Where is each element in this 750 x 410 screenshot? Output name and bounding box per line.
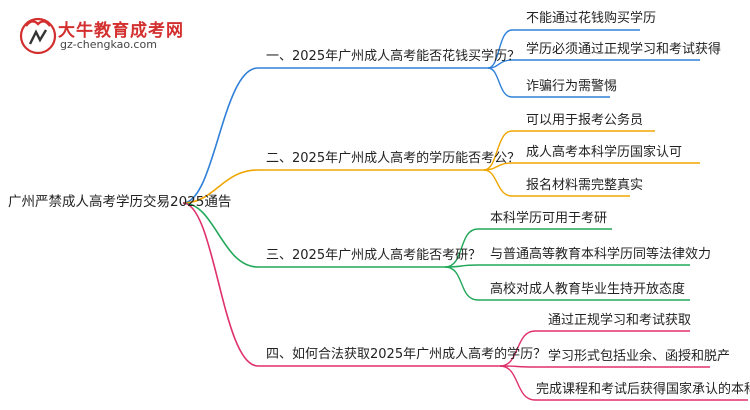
logo-name: 大牛教育成考网 xyxy=(58,21,184,41)
branch-1-child-3: 诈骗行为需警惕 xyxy=(526,79,618,94)
connector-b1-child-2 xyxy=(487,59,700,69)
connector-b4-child-2 xyxy=(499,365,710,368)
branch-4-child-3: 完成课程和考试后获得国家承认的本科学历 xyxy=(536,382,750,397)
connector-b3-child-1 xyxy=(444,228,612,268)
site-logo[interactable]: 大牛教育成考网 gz-chengkao.com xyxy=(6,8,196,56)
connector-b2-child-1 xyxy=(483,130,655,171)
branch-2-child-3: 报名材料需完整真实 xyxy=(526,178,644,193)
branch-1-child-2: 学历必须通过正规学习和考试获得 xyxy=(526,42,722,57)
branch-3-child-1: 本科学历可用于考研 xyxy=(490,211,608,226)
mindmap-root: 广州严禁成人高考学历交易2025通告 xyxy=(8,194,232,210)
connector-b1-child-3 xyxy=(487,67,610,98)
branch-4-label: 四、如何合法获取2025年广州成人高考的学历？ xyxy=(266,347,547,362)
connector-b4-child-3 xyxy=(499,365,748,401)
branch-3-child-3: 高校对成人教育毕业生持开放态度 xyxy=(490,282,686,297)
branch-1-label: 一、2025年广州成人高考能否花钱买学历？ xyxy=(266,49,521,64)
branch-3-label: 三、2025年广州成人高考能否考研？ xyxy=(266,248,482,263)
connector-b2-child-3 xyxy=(483,169,630,197)
logo-url: gz-chengkao.com xyxy=(60,38,157,51)
branch-4-child-1: 通过正规学习和考试获取 xyxy=(548,313,692,328)
branch-2-child-2: 成人高考本科学历国家认可 xyxy=(526,145,683,160)
connector-b4-child-1 xyxy=(499,330,690,367)
bull-logo-icon xyxy=(19,17,57,55)
branch-3-child-2: 与普通高等教育本科学历同等法律效力 xyxy=(490,247,712,262)
branch-2-label: 二、2025年广州成人高考的学历能否考公？ xyxy=(266,151,521,166)
branch-4-child-2: 学习形式包括业余、函授和脱产 xyxy=(548,349,731,364)
connector-b3-child-3 xyxy=(444,266,690,301)
branch-1-child-1: 不能通过花钱购买学历 xyxy=(526,11,657,26)
connector-b1-child-1 xyxy=(487,29,640,69)
connector-branch-2 xyxy=(182,169,484,204)
connector-branch-1 xyxy=(182,67,488,204)
branch-2-child-1: 可以用于报考公务员 xyxy=(526,113,644,128)
connector-b3-child-2 xyxy=(444,264,690,268)
connector-b2-child-2 xyxy=(483,162,700,171)
connector-branch-3 xyxy=(182,202,445,268)
connector-branch-4 xyxy=(182,202,500,367)
